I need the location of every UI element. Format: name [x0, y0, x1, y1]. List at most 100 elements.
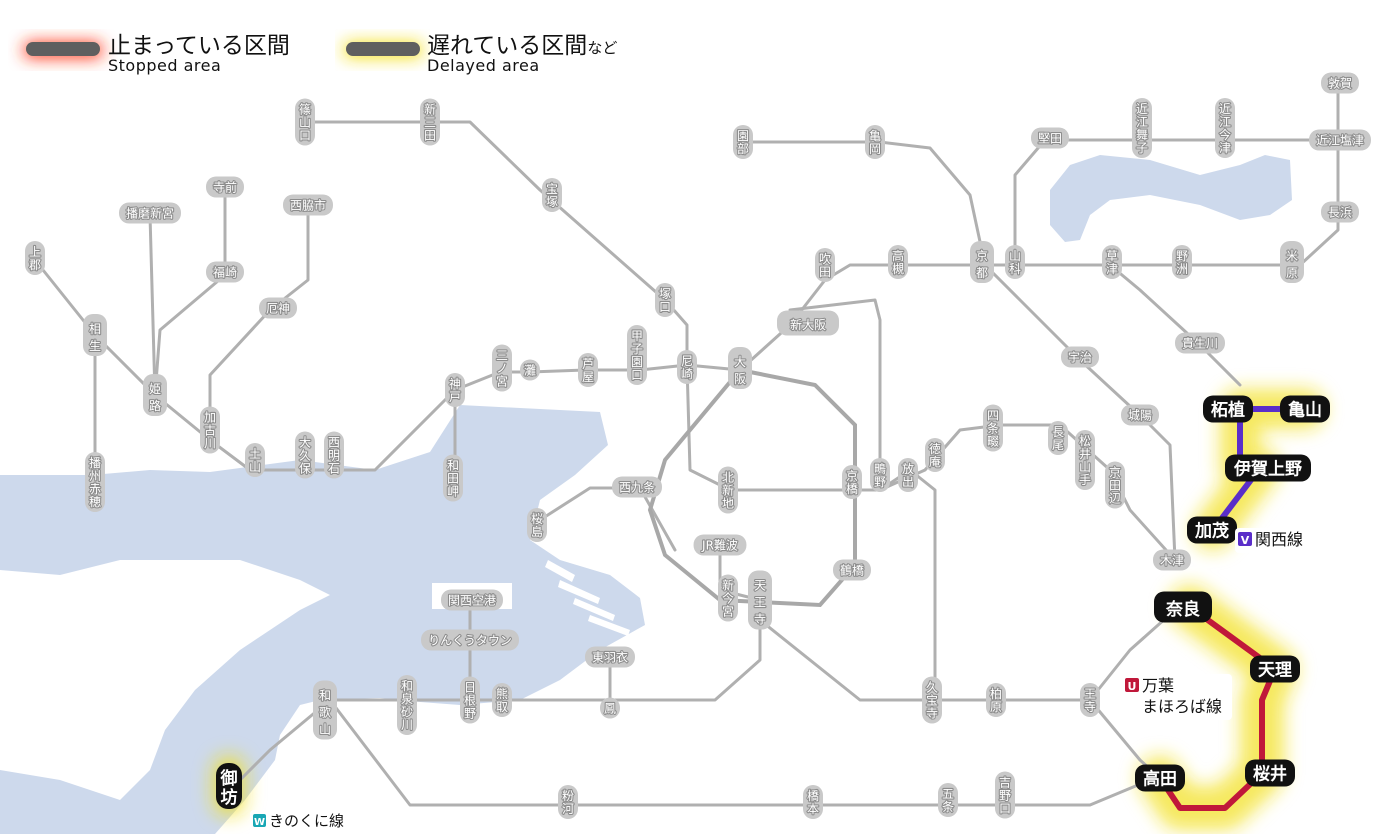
station-matsuiyamate[interactable]: 松井山手: [1075, 430, 1095, 490]
station-igaueno[interactable]: 伊賀上野: [1225, 454, 1311, 482]
station-sakurai[interactable]: 桜井: [1245, 759, 1295, 787]
station-tsuruga[interactable]: 敦賀: [1321, 72, 1359, 94]
station-tennoji[interactable]: 天王寺: [748, 570, 772, 630]
station-kumatori[interactable]: 熊取: [492, 683, 512, 717]
station-kitashinchi[interactable]: 北新地: [718, 466, 738, 514]
station-nishiakashi[interactable]: 西明石: [324, 431, 344, 479]
station-uji[interactable]: 宇治: [1061, 346, 1099, 368]
station-nagahama[interactable]: 長浜: [1321, 201, 1359, 223]
station-yamashina[interactable]: 山科: [1005, 245, 1025, 279]
station-name: 堅田: [1038, 131, 1062, 145]
station-shinsanda[interactable]: 新三田: [420, 98, 440, 146]
station-yoshinoguchi[interactable]: 吉野口: [995, 771, 1015, 819]
station-himeji[interactable]: 姫路: [143, 374, 167, 416]
port-island-pier-2: [558, 580, 600, 604]
station-nagao[interactable]: 長尾: [1048, 421, 1068, 455]
station-kamigori[interactable]: 上郡: [25, 241, 45, 275]
station-shinimamiya[interactable]: 新今宮: [718, 574, 738, 622]
station-kibugawa[interactable]: 貴生川: [1175, 332, 1225, 354]
station-tsukaguchi[interactable]: 塚口: [655, 283, 675, 317]
station-yakujin[interactable]: 厄神: [259, 297, 297, 319]
station-takatsuki[interactable]: 高槻: [888, 245, 908, 279]
station-hineno[interactable]: 日根野: [460, 676, 480, 724]
station-nada[interactable]: 灘: [520, 359, 540, 381]
station-sannomiya[interactable]: 三ノ宮: [492, 344, 512, 392]
station-name: 柏原: [990, 686, 1002, 714]
station-kameyama[interactable]: 亀山: [1280, 395, 1330, 423]
station-gojo[interactable]: 五条: [938, 783, 958, 817]
station-kameoka[interactable]: 亀岡: [865, 125, 885, 159]
station-shinosaka[interactable]: 新大阪: [777, 310, 839, 336]
station-shigino[interactable]: 鴫野: [870, 458, 890, 492]
station-gobo[interactable]: 御坊: [216, 763, 242, 809]
station-dokayama[interactable]: 土山: [245, 443, 265, 477]
station-omishiotsu[interactable]: 近江塩津: [1309, 129, 1371, 151]
station-nishikujo[interactable]: 西九条: [612, 476, 662, 498]
station-yasu[interactable]: 野洲: [1172, 245, 1192, 279]
station-kashiwara[interactable]: 柏原: [986, 683, 1006, 717]
station-tokuan[interactable]: 徳庵: [925, 438, 945, 472]
station-ohtori[interactable]: 鳳: [600, 697, 620, 719]
station-name: 神戸: [449, 377, 461, 404]
station-kusatsu[interactable]: 草津: [1102, 245, 1122, 279]
station-kobe[interactable]: 神戸: [445, 373, 465, 407]
station-name: 新今宮: [722, 578, 734, 619]
station-tsuge[interactable]: 柘植: [1203, 395, 1253, 423]
station-ashiya[interactable]: 芦屋: [578, 353, 598, 387]
station-kamo[interactable]: 加茂: [1187, 516, 1237, 544]
station-rinku[interactable]: りんくうタウン: [421, 629, 519, 651]
station-omimaiko[interactable]: 近江舞子: [1132, 98, 1152, 158]
station-takarazuka[interactable]: 宝塚: [542, 178, 562, 212]
station-osaka[interactable]: 大阪: [728, 347, 752, 389]
station-maibara[interactable]: 米原: [1280, 241, 1304, 283]
station-bansyuako[interactable]: 播州赤穂: [85, 452, 105, 512]
station-sonobe[interactable]: 園部: [733, 125, 753, 159]
station-kansaiairport[interactable]: 関西空港: [441, 589, 503, 611]
station-hanaten[interactable]: 放出: [898, 458, 918, 492]
station-kyobashi[interactable]: 京橋: [842, 465, 862, 499]
station-okubo[interactable]: 大久保: [295, 431, 315, 479]
station-tsuruhashi[interactable]: 鶴橋: [833, 559, 871, 581]
station-name: 新三田: [424, 102, 436, 143]
station-katata[interactable]: 堅田: [1031, 127, 1069, 149]
station-nishiwakishi[interactable]: 西脇市: [283, 194, 333, 216]
station-teramae[interactable]: 寺前: [206, 176, 244, 198]
station-sakurajima[interactable]: 桜島: [527, 508, 547, 542]
lake-biwa: [1050, 155, 1292, 242]
station-koshienguchi[interactable]: 甲子園口: [627, 325, 647, 385]
line-code: U: [1128, 680, 1137, 693]
station-harimashinmiya[interactable]: 播磨新宮: [119, 202, 181, 224]
station-joyo[interactable]: 城陽: [1121, 404, 1159, 426]
osaka-higashi-line: [788, 298, 937, 702]
station-fukusaki[interactable]: 福崎: [206, 261, 244, 283]
station-name: 土山: [249, 447, 261, 474]
station-jrnamba[interactable]: JR難波: [693, 534, 747, 556]
station-kyuhoji[interactable]: 久宝寺: [922, 676, 942, 724]
station-name: 鶴橋: [840, 562, 864, 577]
station-amagasaki[interactable]: 尼崎: [677, 350, 697, 384]
station-kyoto[interactable]: 京都: [970, 241, 994, 283]
station-name: 播州赤穂: [89, 456, 101, 509]
station-higashihagoromo[interactable]: 東羽衣: [585, 646, 635, 668]
station-oji[interactable]: 王寺: [1080, 683, 1100, 717]
station-suita[interactable]: 吹田: [815, 248, 835, 282]
station-kokawa[interactable]: 粉河: [558, 785, 578, 819]
station-tenri[interactable]: 天理: [1250, 655, 1300, 683]
station-takada[interactable]: 高田: [1135, 764, 1185, 792]
station-wakayama[interactable]: 和歌山: [313, 680, 337, 740]
osaka-bay: [0, 405, 645, 834]
station-izumisunagawa[interactable]: 和泉砂川: [397, 675, 417, 735]
station-kyotanabe[interactable]: 京田辺: [1105, 461, 1125, 509]
station-nara[interactable]: 奈良: [1154, 591, 1212, 623]
station-shijonawate[interactable]: 四条畷: [983, 404, 1003, 452]
station-sasayamaguchi[interactable]: 篠山口: [295, 98, 315, 146]
station-omiimazu[interactable]: 近江今津: [1215, 98, 1235, 158]
station-hashimoto[interactable]: 橋本: [803, 785, 823, 819]
station-kizu[interactable]: 木津: [1153, 549, 1191, 571]
station-wadamisaki[interactable]: 和田岬: [443, 454, 463, 502]
station-aioi[interactable]: 相生: [83, 314, 107, 356]
station-kakogawa[interactable]: 加古川: [200, 406, 220, 454]
